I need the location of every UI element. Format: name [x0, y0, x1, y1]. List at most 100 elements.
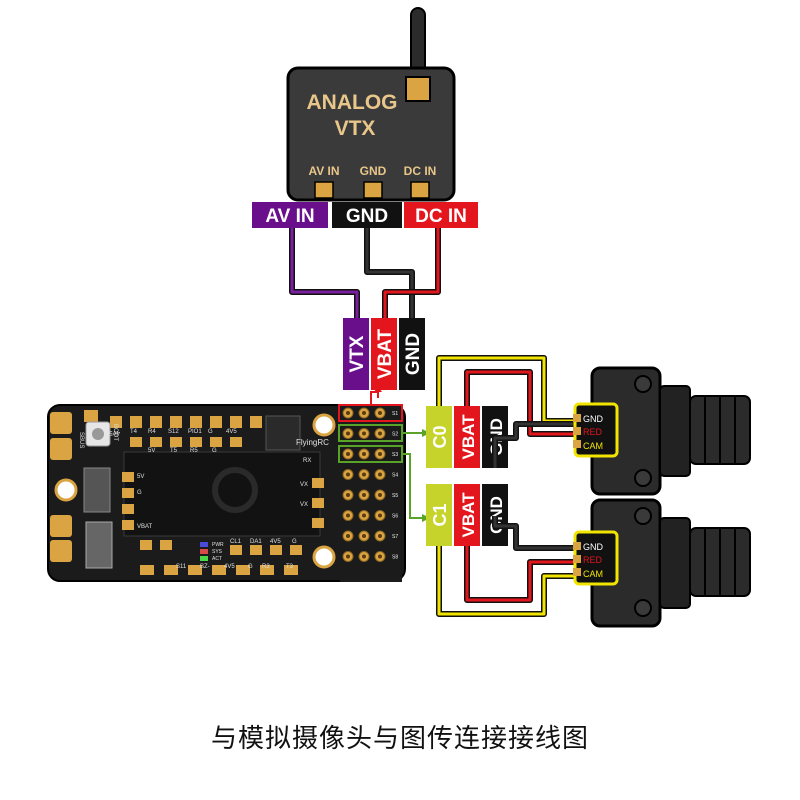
- fc-bottom-label-2: 4V5: [224, 564, 235, 570]
- fc-label-sbus: SBUS: [78, 432, 84, 448]
- header-row-label-6: S6: [392, 514, 398, 520]
- fc-status-label-act: ACT: [212, 556, 222, 562]
- camera0-wires: [436, 355, 582, 468]
- fc-top-label-5: G: [208, 429, 213, 435]
- tag-c1-vbat-bg: [454, 484, 480, 546]
- header-row-label-2: S2: [392, 432, 398, 438]
- header-pin-hole: [346, 431, 350, 436]
- vtx-title-line1: ANALOG: [307, 91, 398, 114]
- tag-av-in: AV IN: [265, 206, 314, 227]
- tag-dc-in-bg: [404, 202, 478, 228]
- fc-top-label-4: PIO1: [188, 429, 202, 435]
- header-pin-hole: [362, 472, 366, 477]
- tag-gnd-bg: [332, 202, 402, 228]
- fc-status-label-sys: SYS: [212, 549, 223, 555]
- fc-bottom2-label-5: 4V5: [270, 539, 281, 545]
- tag-c1-gnd-bg: [482, 484, 508, 546]
- header-pin-hole: [346, 534, 350, 538]
- camera1-cam: CAM: [583, 569, 603, 579]
- flight-controller: [47, 404, 406, 582]
- camera1-gnd: GND: [583, 542, 604, 552]
- tag-c0-vbat: VBAT: [459, 414, 478, 460]
- vtx-title-line2: VTX: [335, 117, 376, 140]
- header-pin-hole: [362, 431, 366, 436]
- vtx-pad-av: [314, 181, 334, 199]
- diagram-caption: 与模拟摄像头与图传连接接线图: [210, 724, 589, 754]
- tag-c1-vbat: VBAT: [459, 492, 478, 538]
- fc-inner-label-4: VX: [300, 502, 308, 508]
- fc-bottom-label-0: S11: [176, 564, 187, 570]
- camera-1: GND RED CAM: [573, 498, 751, 628]
- fc-top-label-3: S12: [168, 429, 179, 435]
- analog-vtx: ANALOG VTX AV IN GND DC IN: [286, 7, 456, 202]
- fc-inner-label-2: VBAT: [137, 524, 153, 530]
- vtx-antenna-pad: [405, 76, 431, 102]
- fc-bottom-label-1: BZ-: [200, 564, 210, 570]
- fc-top-label-1: T4: [130, 429, 138, 435]
- fc-top-label-11: RX: [303, 458, 311, 464]
- header-row-label-4: S4: [392, 473, 398, 479]
- tag-c1: C1: [430, 503, 450, 526]
- header-pin-hole: [362, 534, 366, 538]
- camera1-red: RED: [583, 555, 603, 565]
- mount-hole: [312, 545, 336, 569]
- vtx-pin-label-gnd: GND: [360, 164, 387, 178]
- vtx-pad-dc: [410, 181, 430, 199]
- header-pin-hole: [346, 452, 350, 456]
- tag-vtx: VTX: [347, 335, 368, 372]
- tag-c1-bg: [426, 484, 452, 546]
- fc-label-boot: BOOT: [112, 424, 118, 441]
- header-pin-hole: [378, 411, 382, 415]
- header-pin-hole: [346, 493, 350, 497]
- camera0-cam: CAM: [583, 441, 603, 451]
- tag-vbat: VBAT: [375, 328, 396, 379]
- vtx-pin-label-dc: DC IN: [404, 164, 437, 178]
- header-pin-hole: [378, 472, 382, 477]
- header-row-label-7: S7: [392, 534, 398, 540]
- tag-c0: C0: [430, 425, 450, 448]
- header-pin-hole: [378, 513, 382, 518]
- fc-osd-area: [123, 451, 321, 537]
- tag-c0-vbat-bg: [454, 406, 480, 468]
- fc-top-label-2: R4: [148, 429, 156, 435]
- header-pin-hole: [378, 452, 382, 456]
- header-pin-hole: [346, 554, 350, 559]
- vtx-wires: [289, 228, 441, 322]
- header-pin-hole: [378, 554, 382, 559]
- fc-bottom2-label-4: DA1: [250, 539, 262, 545]
- header-pin-hole: [346, 472, 350, 477]
- header-row-label-3: S3: [392, 452, 398, 458]
- header-row-label-5: S5: [392, 493, 398, 499]
- vtx-pad-gnd: [363, 181, 383, 199]
- mount-hole: [312, 413, 336, 437]
- mount-hole: [54, 478, 78, 502]
- header-pin-hole: [378, 534, 382, 538]
- header-pin-hole: [378, 493, 382, 497]
- fc-top-label-7: T5: [170, 448, 178, 454]
- header-pin-hole: [346, 411, 350, 415]
- fc-top-label-10: 5V: [148, 448, 155, 454]
- camera0-red: RED: [583, 427, 603, 437]
- tag-vtx-bg: [343, 318, 369, 390]
- header-pin-hole: [362, 554, 366, 559]
- header-pin-hole: [346, 513, 350, 518]
- fc-bottom-label-4: R3: [262, 564, 270, 570]
- header-pin-hole: [378, 431, 382, 436]
- vtx-pin-label-av: AV IN: [308, 164, 339, 178]
- fc-top-label-9: G: [212, 448, 217, 454]
- tag-vbat-bg: [371, 318, 397, 390]
- tag-gnd-vtx: GND: [403, 333, 424, 375]
- fc-top-label-6: 4V5: [226, 429, 237, 435]
- header-pin-hole: [362, 452, 366, 456]
- camera1-wires: [436, 516, 582, 617]
- tag-gnd2-bg: [399, 318, 425, 390]
- header-pin-hole: [362, 493, 366, 497]
- header-row-label-8: S8: [392, 555, 398, 561]
- tag-gnd: GND: [346, 206, 388, 227]
- fc-bottom-label-5: T3: [286, 564, 294, 570]
- fc-brand: FlyingRC: [296, 438, 329, 447]
- fc-inner-label-3: VX: [300, 482, 308, 488]
- fc-status-label-pwr: PWR: [212, 542, 224, 548]
- tag-dc-in: DC IN: [415, 206, 467, 227]
